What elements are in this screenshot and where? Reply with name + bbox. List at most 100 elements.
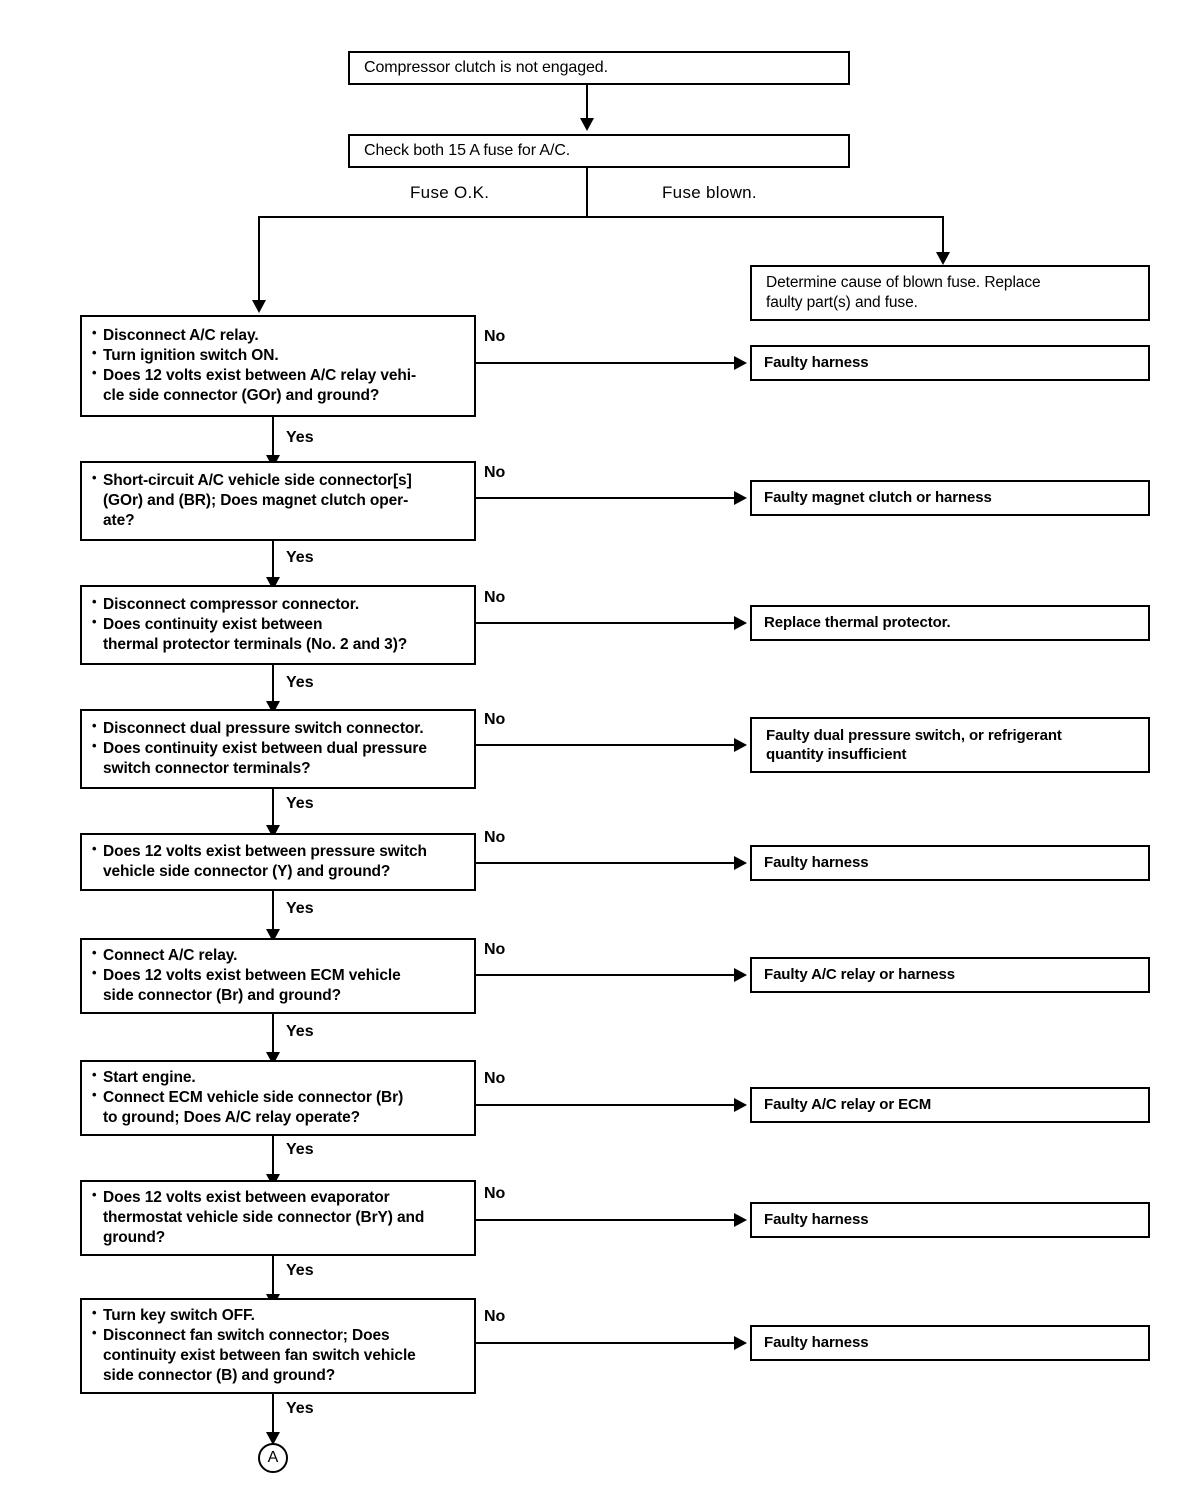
node-step-7-list: Start engine. Connect ECM vehicle side c… — [92, 1067, 466, 1128]
node-step-1-bullet-2: Turn ignition switch ON. — [92, 345, 466, 366]
result-8-faulty-harness: Faulty harness — [750, 1202, 1150, 1238]
connector-step9-yes — [272, 1394, 274, 1438]
connector-step6-no — [476, 974, 734, 976]
label-yes-8: Yes — [286, 1262, 314, 1279]
node-check-fuse-label: Check both 15 A fuse for A/C. — [364, 141, 571, 159]
arrowhead-step4-no — [734, 738, 747, 752]
node-step-3-list: Disconnect compressor connector. Does co… — [92, 594, 466, 655]
node-step-4-list: Disconnect dual pressure switch connecto… — [92, 718, 466, 779]
node-step-1-bullet-3: Does 12 volts exist between A/C relay ve… — [92, 365, 466, 406]
label-yes-7: Yes — [286, 1141, 314, 1158]
label-no-1: No — [484, 328, 506, 345]
node-step-4: Disconnect dual pressure switch connecto… — [80, 709, 476, 789]
connector-step4-no — [476, 744, 734, 746]
node-step-1-list: Disconnect A/C relay. Turn ignition swit… — [92, 325, 466, 407]
node-step-6: Connect A/C relay. Does 12 volts exist b… — [80, 938, 476, 1014]
connector-step7-no — [476, 1104, 734, 1106]
label-fuse-blown: Fuse blown. — [662, 183, 757, 202]
connector-step9-no — [476, 1342, 734, 1344]
connector-start-to-checkfuse — [586, 85, 588, 123]
label-yes-3: Yes — [286, 674, 314, 691]
connector-step1-no — [476, 362, 734, 364]
node-step-7: Start engine. Connect ECM vehicle side c… — [80, 1060, 476, 1136]
connector-branch-right-down — [942, 216, 944, 256]
node-step-3: Disconnect compressor connector. Does co… — [80, 585, 476, 665]
result-6-faulty-ac-relay-or-harness: Faulty A/C relay or harness — [750, 957, 1150, 993]
arrowhead-step9-no — [734, 1336, 747, 1350]
label-no-7: No — [484, 1070, 506, 1087]
arrowhead-branch-right — [936, 252, 950, 265]
node-step-2-list: Short-circuit A/C vehicle side connector… — [92, 470, 466, 531]
arrowhead-step7-no — [734, 1098, 747, 1112]
label-yes-5: Yes — [286, 900, 314, 917]
node-blown-fuse-line2: faulty part(s) and fuse. — [766, 294, 918, 311]
connector-step3-yes — [272, 665, 274, 706]
node-step-4-bullet-1: Disconnect dual pressure switch connecto… — [92, 718, 466, 739]
result-8-label: Faulty harness — [764, 1211, 869, 1229]
node-start-label: Compressor clutch is not engaged. — [364, 58, 608, 76]
connector-step2-no — [476, 497, 734, 499]
arrowhead-start-to-checkfuse — [580, 118, 594, 131]
result-3-label: Replace thermal protector. — [764, 614, 951, 632]
arrowhead-step2-no — [734, 491, 747, 505]
node-step-9-list: Turn key switch OFF. Disconnect fan swit… — [92, 1305, 466, 1387]
label-fuse-ok: Fuse O.K. — [410, 183, 490, 202]
result-3-replace-thermal-protector: Replace thermal protector. — [750, 605, 1150, 641]
connector-step4-yes — [272, 789, 274, 830]
result-7-faulty-ac-relay-or-ecm: Faulty A/C relay or ECM — [750, 1087, 1150, 1123]
label-yes-1: Yes — [286, 429, 314, 446]
label-no-9: No — [484, 1308, 506, 1325]
node-step-9-bullet-2: Disconnect fan switch connector; Doescon… — [92, 1325, 466, 1386]
node-step-2-bullet-1: Short-circuit A/C vehicle side connector… — [92, 470, 466, 531]
connector-circle-a-label: A — [267, 1449, 279, 1466]
node-step-8-bullet-1: Does 12 volts exist between evaporatorth… — [92, 1187, 466, 1248]
node-step-8: Does 12 volts exist between evaporatorth… — [80, 1180, 476, 1256]
arrowhead-step9-yes — [266, 1432, 280, 1445]
result-5-label: Faulty harness — [764, 854, 869, 872]
arrowhead-step5-no — [734, 856, 747, 870]
node-step-5: Does 12 volts exist between pressure swi… — [80, 833, 476, 891]
connector-step8-no — [476, 1219, 734, 1221]
node-check-fuse: Check both 15 A fuse for A/C. — [348, 134, 850, 168]
node-step-6-list: Connect A/C relay. Does 12 volts exist b… — [92, 945, 466, 1006]
node-step-9: Turn key switch OFF. Disconnect fan swit… — [80, 1298, 476, 1394]
result-4-line2: quantity insufficient — [766, 746, 907, 763]
connector-step1-yes — [272, 417, 274, 460]
arrowhead-branch-left — [252, 300, 266, 313]
connector-branch-bar — [258, 216, 944, 218]
node-step-7-bullet-2: Connect ECM vehicle side connector (Br)t… — [92, 1087, 466, 1128]
label-yes-6: Yes — [286, 1023, 314, 1040]
node-step-6-bullet-1: Connect A/C relay. — [92, 945, 466, 966]
result-9-faulty-harness: Faulty harness — [750, 1325, 1150, 1361]
node-step-3-bullet-1: Disconnect compressor connector. — [92, 594, 466, 615]
label-no-3: No — [484, 589, 506, 606]
node-blown-fuse-action: Determine cause of blown fuse. Replace f… — [750, 265, 1150, 321]
connector-step5-no — [476, 862, 734, 864]
node-step-6-bullet-2: Does 12 volts exist between ECM vehicles… — [92, 965, 466, 1006]
node-step-5-bullet-1: Does 12 volts exist between pressure swi… — [92, 841, 466, 882]
label-no-2: No — [484, 464, 506, 481]
label-no-4: No — [484, 711, 506, 728]
node-step-8-list: Does 12 volts exist between evaporatorth… — [92, 1187, 466, 1248]
node-step-1-bullet-1: Disconnect A/C relay. — [92, 325, 466, 346]
arrowhead-step8-no — [734, 1213, 747, 1227]
label-no-5: No — [484, 829, 506, 846]
connector-step2-yes — [272, 541, 274, 582]
arrowhead-step1-no — [734, 356, 747, 370]
node-step-7-bullet-1: Start engine. — [92, 1067, 466, 1088]
label-no-6: No — [484, 941, 506, 958]
label-yes-2: Yes — [286, 549, 314, 566]
result-2-label: Faulty magnet clutch or harness — [764, 489, 992, 507]
connector-step3-no — [476, 622, 734, 624]
arrowhead-step6-no — [734, 968, 747, 982]
node-step-5-list: Does 12 volts exist between pressure swi… — [92, 841, 466, 882]
node-blown-fuse-line1: Determine cause of blown fuse. Replace — [766, 273, 1041, 291]
result-6-label: Faulty A/C relay or harness — [764, 966, 955, 984]
node-step-1: Disconnect A/C relay. Turn ignition swit… — [80, 315, 476, 417]
node-start: Compressor clutch is not engaged. — [348, 51, 850, 85]
result-4-line1: Faulty dual pressure switch, or refriger… — [766, 726, 1062, 744]
arrowhead-step3-no — [734, 616, 747, 630]
node-step-4-bullet-2: Does continuity exist between dual press… — [92, 738, 466, 779]
connector-step7-yes — [272, 1136, 274, 1180]
connector-step5-yes — [272, 891, 274, 935]
